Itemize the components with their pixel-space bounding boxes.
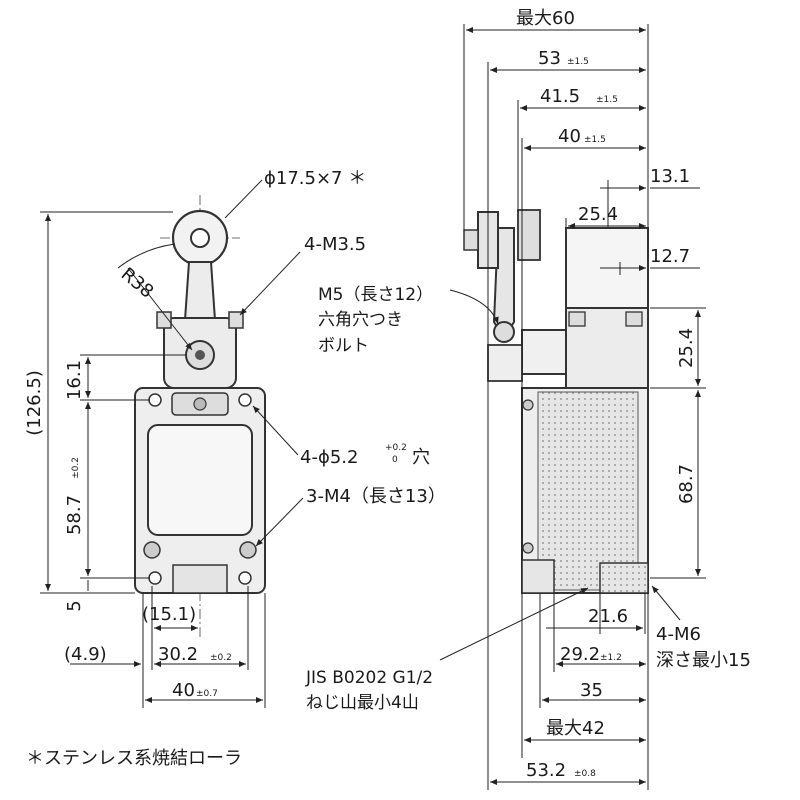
m6-text-1: 4-M6 bbox=[656, 624, 701, 645]
m4-leader bbox=[255, 497, 304, 547]
m4-text: 3-M4（長さ13） bbox=[306, 486, 446, 507]
m35-text: 4-M3.5 bbox=[304, 234, 366, 255]
conduit-boss bbox=[172, 564, 228, 594]
dim-25s-text: 25.4 bbox=[676, 328, 697, 368]
dim-max60-text: 最大60 bbox=[516, 8, 575, 29]
dim-58-text: 58.7 bbox=[64, 495, 85, 535]
side-lever-hub bbox=[487, 344, 523, 382]
top-center-screw bbox=[193, 397, 207, 411]
head-screw-right bbox=[228, 311, 244, 329]
mount-hole-tr bbox=[238, 393, 252, 407]
m35-leader bbox=[239, 251, 301, 316]
dim-53-tol: ±1.5 bbox=[567, 57, 589, 67]
side-screw-bottom bbox=[522, 542, 534, 554]
side-screw-top bbox=[522, 399, 534, 411]
cover-screw-right bbox=[239, 541, 257, 559]
mount-hole-tl bbox=[148, 393, 162, 407]
side-body-texture bbox=[537, 391, 639, 591]
footnote: ＊ステンレス系焼結ローラ bbox=[26, 748, 242, 769]
side-body-foot bbox=[521, 559, 555, 594]
r38-arc bbox=[117, 243, 176, 269]
side-head-screw-l bbox=[568, 311, 586, 327]
side-shaft-boss bbox=[521, 329, 567, 375]
phi52-text: 4-ϕ5.2 bbox=[300, 447, 358, 468]
side-head-screw-r bbox=[625, 311, 643, 327]
dim-21-text: 21.6 bbox=[588, 606, 628, 627]
dim-53-2-text: 53.2 bbox=[526, 760, 566, 781]
mount-hole-br bbox=[238, 571, 252, 585]
roller-hub bbox=[190, 228, 210, 248]
dim-4-9-text: (4.9) bbox=[64, 644, 107, 665]
dim-max42-text: 最大42 bbox=[546, 718, 605, 739]
dim-15-text: (15.1) bbox=[142, 604, 196, 625]
roller-text: ϕ17.5×7 ＊ bbox=[264, 168, 366, 189]
mount-hole-bl bbox=[148, 571, 162, 585]
dim-13-text: 13.1 bbox=[650, 166, 690, 187]
bolt-text-2: 六角穴つき bbox=[318, 310, 403, 330]
phi52-suffix: 穴 bbox=[412, 447, 430, 468]
dim-29-tol: ±1.2 bbox=[600, 653, 622, 663]
dim-16-text: 16.1 bbox=[64, 360, 85, 400]
lever-arm bbox=[183, 261, 217, 321]
jis-leader bbox=[439, 587, 589, 661]
dim-41-text: 41.5 bbox=[540, 86, 580, 107]
conduit-thread bbox=[599, 562, 649, 594]
dim-53-text: 53 bbox=[538, 48, 561, 69]
roller-leader bbox=[224, 179, 263, 219]
dim-5-text: 5 bbox=[64, 600, 85, 611]
head-screw-left bbox=[156, 311, 172, 329]
m6-text-2: 深さ最小15 bbox=[656, 650, 751, 671]
r38-text: R38 bbox=[117, 264, 158, 303]
dim-35-text: 35 bbox=[580, 680, 603, 701]
hex-bolt bbox=[493, 321, 515, 343]
side-roller-pin bbox=[463, 229, 479, 251]
bolt-leader bbox=[449, 289, 499, 325]
cover-screw-left bbox=[143, 541, 161, 559]
dim-40-text: 40 bbox=[172, 680, 195, 701]
front-cover-panel bbox=[147, 424, 253, 536]
jis-text-1: JIS B0202 G1/2 bbox=[305, 668, 433, 688]
dim-30-tol: ±0.2 bbox=[210, 653, 232, 663]
dim-53-2-tol: ±0.8 bbox=[574, 769, 596, 779]
dim-40-tol: ±0.7 bbox=[196, 689, 218, 699]
dim-30-text: 30.2 bbox=[158, 644, 198, 665]
lever-shaft-center bbox=[195, 350, 205, 360]
dim-25t-text: 25.4 bbox=[578, 204, 618, 225]
dim-58-tol: ±0.2 bbox=[71, 457, 81, 479]
bolt-text-3: ボルト bbox=[318, 336, 369, 356]
front-view: (126.5) 16.1 58.7 ±0.2 5 ϕ17.5×7 ＊ 4-M3.… bbox=[24, 168, 446, 708]
r38-leader bbox=[127, 267, 193, 351]
bolt-text-1: M5（長さ12） bbox=[318, 285, 433, 305]
jis-text-2: ねじ山最小4山 bbox=[306, 693, 419, 713]
phi52-leader bbox=[252, 405, 299, 456]
phi52-tol-upper: +0.2 bbox=[385, 443, 407, 453]
side-clamp bbox=[517, 209, 541, 261]
dim-40s-text: 40 bbox=[558, 126, 581, 147]
dim-40s-tol: ±1.5 bbox=[584, 135, 606, 145]
side-view: 最大60 53 ±1.5 41.5 ±1.5 40 ±1.5 13.1 25.4… bbox=[305, 8, 751, 790]
dim-41-tol: ±1.5 bbox=[596, 95, 618, 105]
dim-29-text: 29.2 bbox=[560, 644, 600, 665]
m6-leader bbox=[651, 585, 681, 621]
dim-126-text: (126.5) bbox=[24, 370, 45, 436]
dim-12-text: 12.7 bbox=[650, 246, 690, 267]
phi52-tol-lower: 0 bbox=[392, 455, 398, 465]
dim-68-text: 68.7 bbox=[676, 464, 697, 504]
